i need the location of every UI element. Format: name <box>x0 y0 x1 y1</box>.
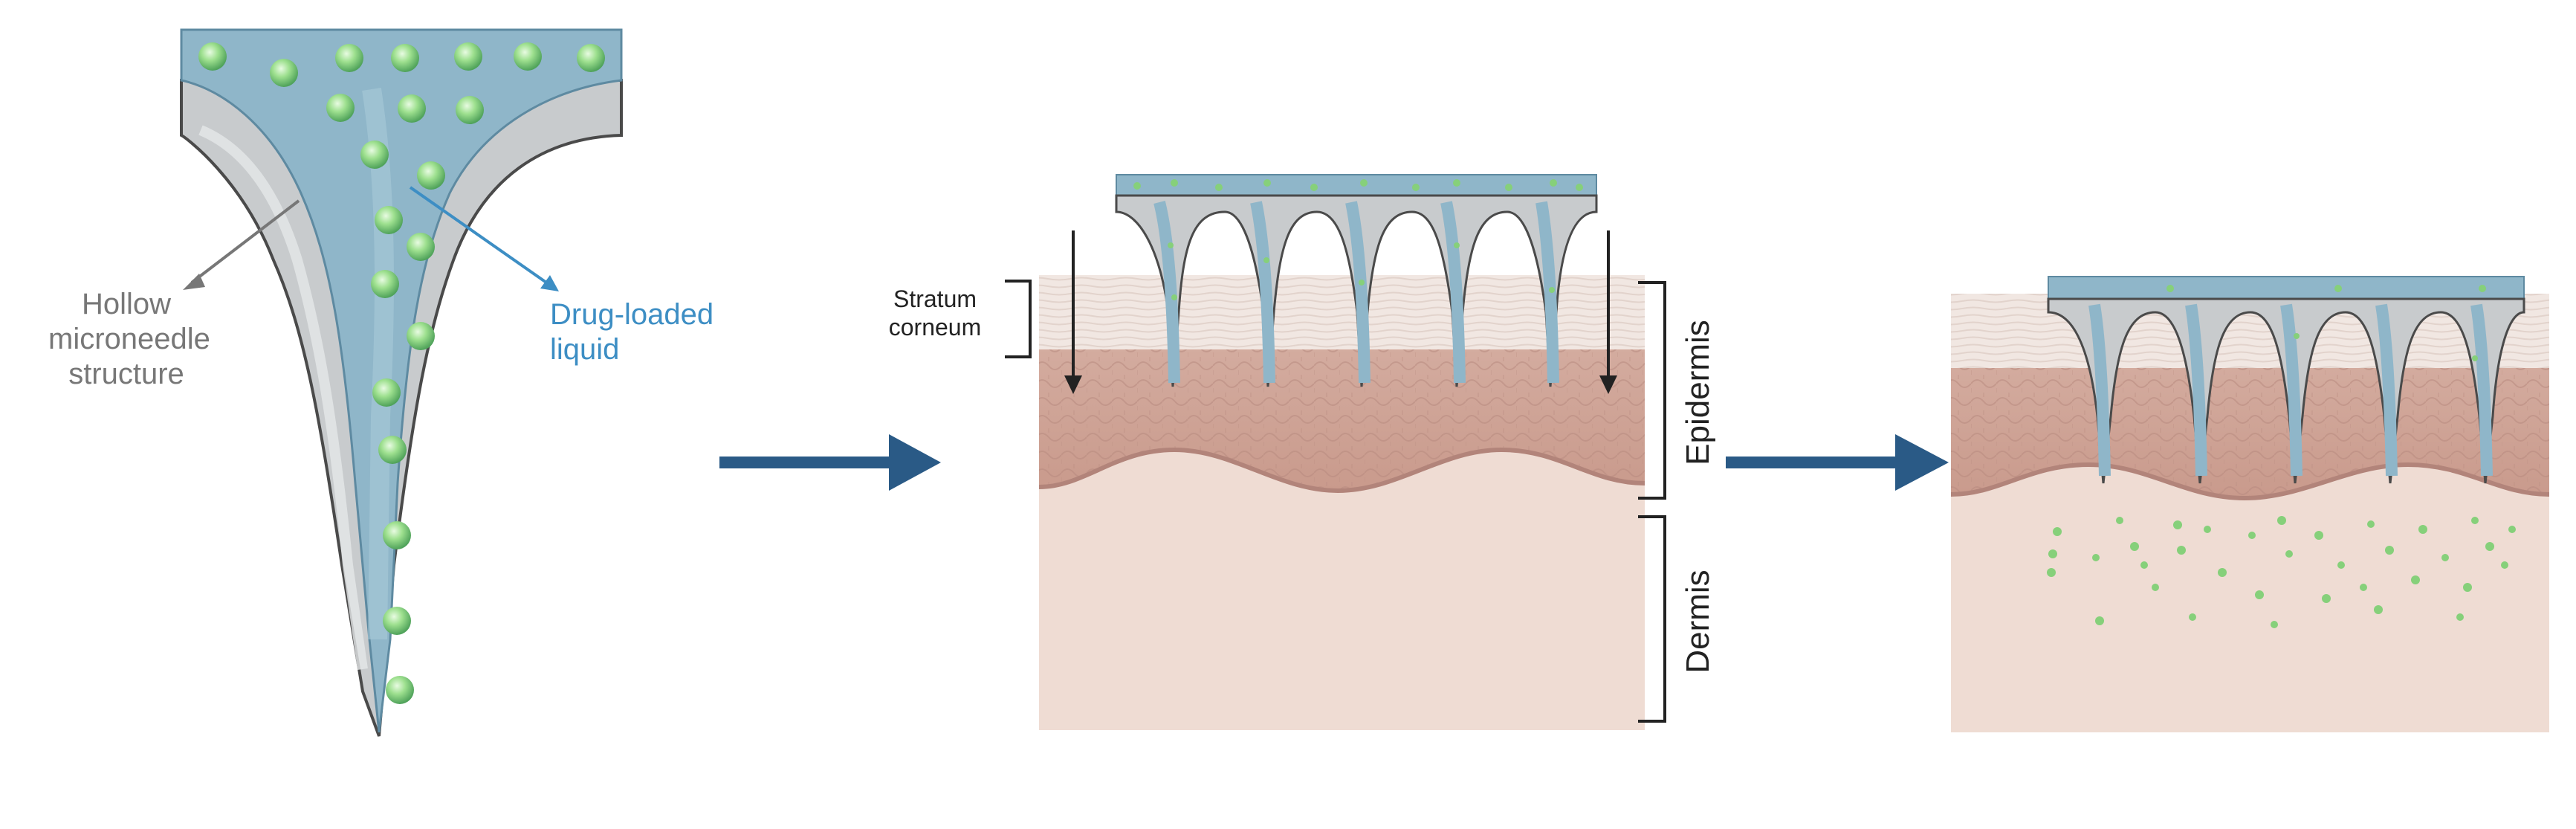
skin-panel-insertion <box>1039 275 1645 730</box>
dermis-bracket <box>1638 515 1666 723</box>
dermis-label: Dermis <box>1680 570 1716 674</box>
stratum-line-2: corneum <box>888 313 982 341</box>
drug-line-2: liquid <box>550 333 620 367</box>
drug-line-1: Drug-loaded <box>550 298 714 331</box>
epidermis-bracket <box>1638 281 1666 500</box>
drug-particles <box>198 42 605 704</box>
hollow-line-1: Hollow <box>81 288 172 320</box>
hollow-line-2: microneedle <box>48 323 210 356</box>
hollow-structure-label: Hollow microneedle structure <box>48 287 210 393</box>
epidermis-label: Epidermis <box>1680 320 1716 465</box>
arrow-right-icon <box>1726 434 1949 491</box>
skin-panel-release <box>1951 294 2549 732</box>
hollow-line-3: structure <box>68 358 184 391</box>
released-drug-particles <box>2047 516 2516 628</box>
pointer-liquid <box>409 186 559 291</box>
microneedle-array-insertion <box>1115 174 1598 387</box>
needle-wall-highlight <box>198 125 368 670</box>
needle-liquid-streak <box>362 88 394 640</box>
stratum-corneum-label: Stratum corneum <box>868 286 1002 342</box>
stratum-line-1: Stratum <box>893 286 977 312</box>
pointer-hollow <box>183 199 300 290</box>
needle-liquid-core <box>180 28 623 733</box>
insertion-arrow-right <box>1599 230 1617 394</box>
single-microneedle <box>180 28 623 737</box>
arrow-right-icon <box>719 434 941 491</box>
insertion-arrow-left <box>1064 230 1082 394</box>
microneedle-array-inserted <box>2047 276 2525 484</box>
stratum-corneum-bracket <box>1005 280 1032 358</box>
drug-liquid-label: Drug-loaded liquid <box>550 297 713 367</box>
